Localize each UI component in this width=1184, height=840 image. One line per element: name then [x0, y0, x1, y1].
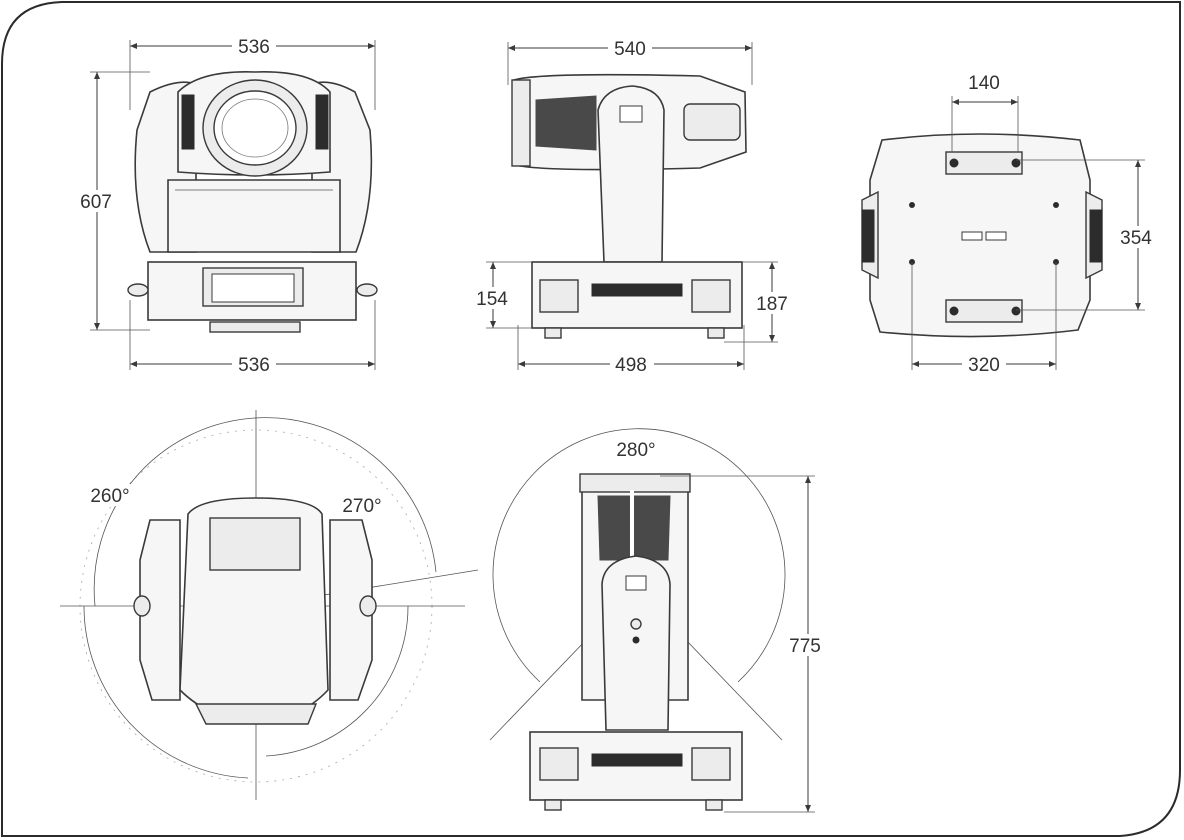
- top-view-pan: [60, 410, 479, 800]
- front-view: 536 607 536: [76, 36, 378, 376]
- pan-angle-right-label: 270°: [342, 496, 381, 517]
- tilt-view: 775: [489, 428, 828, 813]
- base-bottom-view: 140 354 320: [861, 72, 1158, 376]
- pan-angle-left-label: 260°: [90, 486, 129, 507]
- tilt-total-height-label: 775: [789, 636, 821, 657]
- base-hole-spacing-top-label: 140: [968, 73, 1000, 94]
- side-width-top-label: 540: [614, 39, 646, 60]
- base-hole-spacing-vertical-label: 354: [1120, 228, 1152, 249]
- base-hole-spacing-bottom-label: 320: [968, 355, 1000, 376]
- front-height-label: 607: [80, 192, 112, 213]
- side-base-height-right-label: 187: [756, 294, 788, 315]
- side-base-width-label: 498: [615, 355, 647, 376]
- tilt-angle-label: 280°: [616, 440, 655, 461]
- side-base-height-left-label: 154: [476, 289, 508, 310]
- side-view: 540 154 187 498: [472, 38, 794, 376]
- front-width-top-label: 536: [238, 37, 270, 58]
- front-width-bottom-label: 536: [238, 355, 270, 376]
